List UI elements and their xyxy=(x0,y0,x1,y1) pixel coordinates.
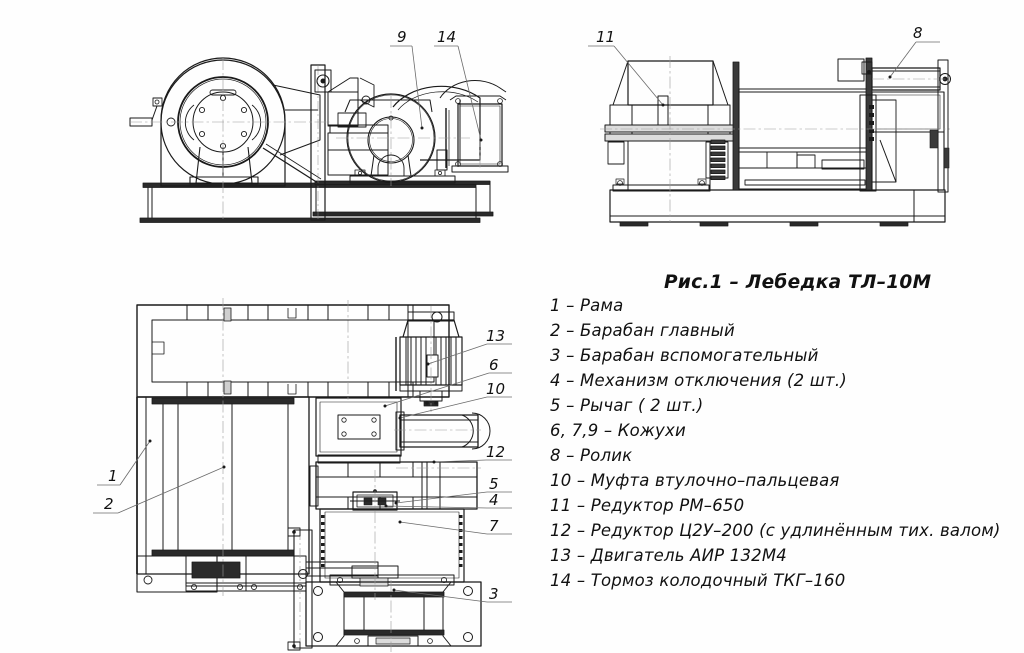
callout-4-plan: 4 xyxy=(489,491,499,509)
vertical-post-side xyxy=(310,64,332,221)
legend-item: 4 – Механизм отключения (2 шт.) xyxy=(550,371,847,390)
drum-body-end xyxy=(738,88,868,190)
legend-item: 14 – Тормоз колодочный ТКГ–160 xyxy=(550,571,845,590)
callout-12-plan: 12 xyxy=(486,443,505,461)
callout-10-plan: 10 xyxy=(486,380,505,398)
callout-leaders-side xyxy=(390,45,483,142)
legend-item: 1 – Рама xyxy=(550,296,623,315)
cover-6-plan xyxy=(315,397,402,464)
side-elevation-view xyxy=(129,45,509,223)
callout-2-plan: 2 xyxy=(104,495,114,513)
plan-view-callout-labels: 1 2 13 6 10 12 5 4 7 3 xyxy=(104,327,505,603)
callout-8-end: 8 xyxy=(913,24,923,42)
legend-item: 5 – Рычаг ( 2 шт.) xyxy=(550,396,703,415)
figure-title: Рис.1 – Лебедка ТЛ–10М xyxy=(664,272,932,293)
plan-view xyxy=(93,298,512,652)
callout-5-plan: 5 xyxy=(489,475,499,493)
callout-6-plan: 6 xyxy=(489,356,499,374)
right-machinery-end xyxy=(859,59,950,193)
callout-9-side: 9 xyxy=(397,28,407,46)
legend-item: 13 – Двигатель АИР 132М4 xyxy=(550,546,787,565)
centerlines-plan xyxy=(222,298,481,652)
coupling-10-plan xyxy=(395,411,491,451)
side-view-callout-labels: 9 14 xyxy=(397,28,456,46)
centerlines-end xyxy=(600,56,950,222)
callout-11-end: 11 xyxy=(596,28,615,46)
callout-7-plan: 7 xyxy=(489,517,499,535)
callout-leaders-plan xyxy=(93,343,512,603)
legend-item: 6, 7,9 – Кожухи xyxy=(550,421,686,440)
legend-list: 1 – Рама 2 – Барабан главный 3 – Барабан… xyxy=(550,296,1001,590)
centerlines-side xyxy=(130,58,481,222)
callout-3-plan: 3 xyxy=(489,585,499,603)
end-elevation-view xyxy=(588,41,951,227)
frame-1-plan xyxy=(136,304,450,398)
legend-item: 8 – Ролик xyxy=(550,446,632,465)
end-view-callout-labels: 11 8 xyxy=(596,24,923,46)
callout-leaders-end xyxy=(588,41,940,107)
legend-item: 11 – Редуктор РМ–650 xyxy=(550,496,744,515)
legend-item: 3 – Барабан вспомогательный xyxy=(550,346,819,365)
callout-13-plan: 13 xyxy=(486,327,505,345)
vertical-plate-left-end xyxy=(732,61,740,191)
callout-14-side: 14 xyxy=(437,28,456,46)
legend-item: 2 – Барабан главный xyxy=(550,321,735,340)
aux-drum-3-plan xyxy=(287,527,482,651)
legend-item: 10 – Муфта втулочно–пальцевая xyxy=(550,471,840,490)
callout-1-plan: 1 xyxy=(108,467,118,485)
frame-base-end xyxy=(609,189,946,227)
legend-item: 12 – Редуктор Ц2У–200 (с удлинённым тих.… xyxy=(550,521,1001,540)
